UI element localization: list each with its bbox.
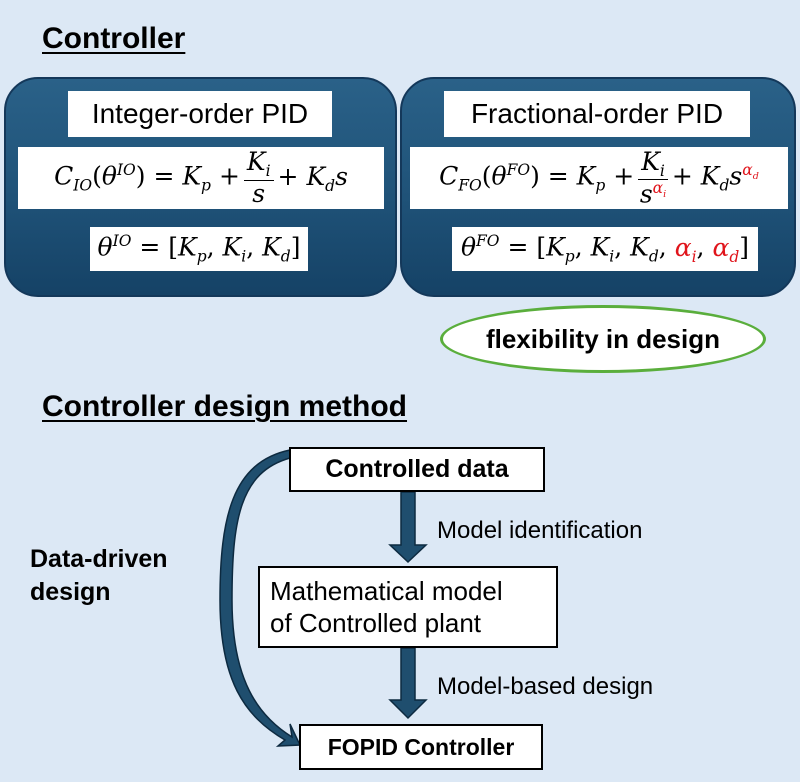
data-driven-line2: design xyxy=(30,577,111,606)
model-based-design-label: Model-based design xyxy=(437,673,654,700)
controlled-data-box: Controlled data xyxy=(289,447,545,492)
flexibility-oval: flexibility in design xyxy=(440,305,766,373)
controller-heading: Controller xyxy=(42,22,186,55)
integer-pid-title: Integer-order PID xyxy=(68,91,332,137)
integer-pid-parameter-vector: θIO = [Kp, Ki, Kd] xyxy=(90,227,308,271)
data-driven-design-label: Data-driven design xyxy=(30,543,168,608)
fractional-pid-title: Fractional-order PID xyxy=(444,91,750,137)
math-model-line1: Mathematical model xyxy=(270,575,503,606)
fractional-pid-parameter-vector: θFO = [Kp, Ki, Kd, αi, αd] xyxy=(452,227,758,271)
model-identification-label: Model identification xyxy=(437,517,643,544)
data-driven-line1: Data-driven xyxy=(30,545,168,573)
design-method-heading: Controller design method xyxy=(42,390,408,423)
down-arrow-model-based-design xyxy=(388,647,428,720)
math-model-line2: of Controlled plant xyxy=(270,608,482,638)
data-driven-curved-arrow xyxy=(219,449,302,747)
down-arrow-model-identification xyxy=(388,491,428,564)
fopid-controller-box: FOPID Controller xyxy=(299,724,543,770)
mathematical-model-box: Mathematical model of Controlled plant xyxy=(258,566,558,648)
